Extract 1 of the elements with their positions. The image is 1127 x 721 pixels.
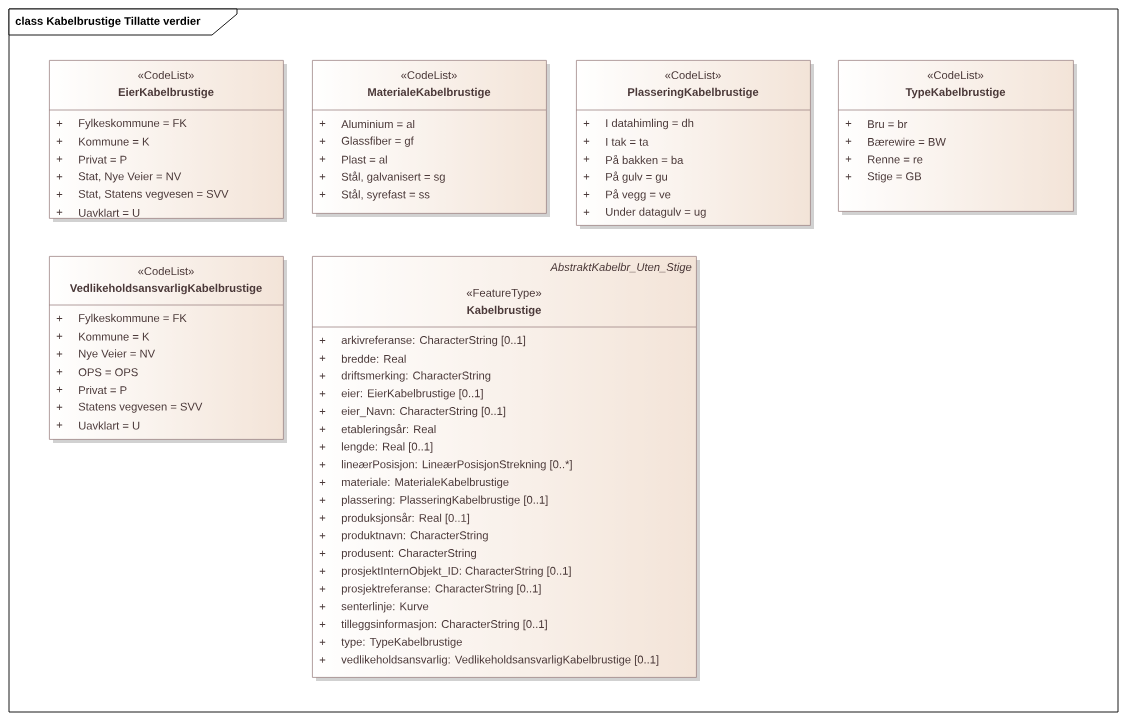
title-tab: class Kabelbrustige Tillatte verdier	[8, 8, 238, 36]
